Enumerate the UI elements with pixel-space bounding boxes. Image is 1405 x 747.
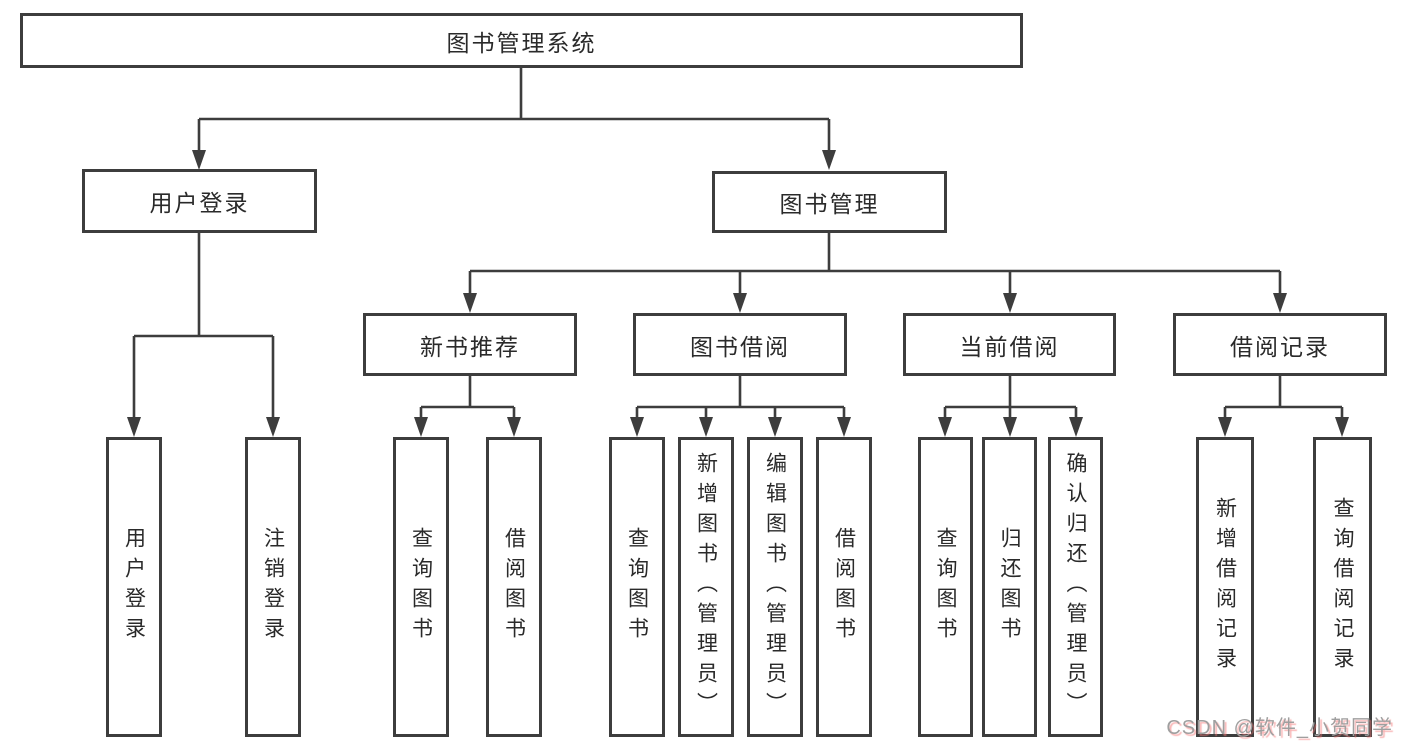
node-user-login: 用户登录 (82, 169, 317, 233)
node-label: 新书推荐 (420, 333, 520, 360)
arrow-down-icon (1335, 417, 1349, 437)
leaf-label: 确认归还（管理员） (1064, 452, 1087, 722)
node-current-borrowing: 当前借阅 (903, 313, 1116, 376)
arrow-down-icon (733, 293, 747, 313)
arrow-down-icon (507, 417, 521, 437)
node-borrowing-records: 借阅记录 (1173, 313, 1387, 376)
leaf-edit-book-admin: 编辑图书（管理员） (747, 437, 803, 737)
arrow-down-icon (938, 417, 952, 437)
node-book-management: 图书管理 (712, 171, 947, 233)
arrow-down-icon (822, 150, 836, 170)
connector-book-borrow-to-leaves (635, 376, 846, 420)
leaf-query-books-under-book-borrowing: 查询图书 (609, 437, 665, 737)
node-label: 图书管理系统 (446, 29, 597, 56)
node-label: 图书管理 (779, 191, 880, 217)
connector-book-mgmt-to-level2 (468, 233, 1282, 296)
leaf-label: 注销登录 (261, 527, 285, 647)
leaf-confirm-return-admin: 确认归还（管理员） (1048, 437, 1103, 737)
arrow-down-icon (1003, 417, 1017, 437)
arrow-down-icon (1273, 293, 1287, 313)
connector-root-to-level1 (197, 68, 831, 153)
node-label: 借阅记录 (1230, 333, 1330, 360)
leaf-label: 查询图书 (409, 527, 433, 647)
csdn-watermark: CSDN @软件_小贺同学 (1166, 717, 1393, 739)
node-library-management-system: 图书管理系统 (20, 13, 1023, 68)
connector-user-login-to-leaves (132, 233, 275, 420)
connector-new-rec-to-leaves (419, 376, 516, 420)
arrow-down-icon (192, 150, 206, 170)
leaf-borrow-books-under-book-borrowing: 借阅图书 (816, 437, 872, 737)
node-label: 图书借阅 (690, 333, 790, 360)
leaf-label: 新增借阅记录 (1213, 497, 1237, 677)
arrow-down-icon (630, 417, 644, 437)
arrow-down-icon (1003, 293, 1017, 313)
leaf-label: 查询图书 (934, 527, 957, 647)
leaf-query-books-under-current-borrowing: 查询图书 (918, 437, 973, 737)
leaf-label: 用户登录 (122, 527, 146, 647)
arrow-down-icon (463, 293, 477, 313)
leaf-return-book: 归还图书 (982, 437, 1037, 737)
arrow-down-icon (1069, 417, 1083, 437)
node-book-borrowing: 图书借阅 (633, 313, 847, 376)
node-label: 当前借阅 (959, 333, 1060, 360)
connector-borrow-record-to-leaves (1223, 376, 1344, 420)
leaf-label: 新增图书（管理员） (694, 452, 718, 722)
leaf-label: 查询借阅记录 (1331, 497, 1354, 677)
arrow-down-icon (1218, 417, 1232, 437)
leaf-user-login: 用户登录 (106, 437, 162, 737)
leaf-label: 借阅图书 (502, 527, 526, 647)
arrow-down-icon (837, 417, 851, 437)
leaf-label: 借阅图书 (832, 527, 856, 647)
leaf-label: 编辑图书（管理员） (763, 452, 787, 722)
leaf-label: 归还图书 (998, 527, 1021, 647)
leaf-query-books-under-new-rec: 查询图书 (393, 437, 449, 737)
leaf-add-borrow-record: 新增借阅记录 (1196, 437, 1254, 737)
arrow-down-icon (768, 417, 782, 437)
arrow-down-icon (699, 417, 713, 437)
connector-current-borrow-to-leaves (943, 376, 1078, 420)
leaf-label: 查询图书 (625, 527, 649, 647)
leaf-add-book-admin: 新增图书（管理员） (678, 437, 734, 737)
arrowheads (127, 150, 1349, 437)
node-new-book-recommendation: 新书推荐 (363, 313, 577, 376)
leaf-query-borrow-record: 查询借阅记录 (1313, 437, 1372, 737)
leaf-borrow-books-under-new-rec: 借阅图书 (486, 437, 542, 737)
node-label: 用户登录 (149, 190, 250, 216)
arrow-down-icon (127, 417, 141, 437)
arrow-down-icon (266, 417, 280, 437)
leaf-logout: 注销登录 (245, 437, 301, 737)
arrow-down-icon (414, 417, 428, 437)
